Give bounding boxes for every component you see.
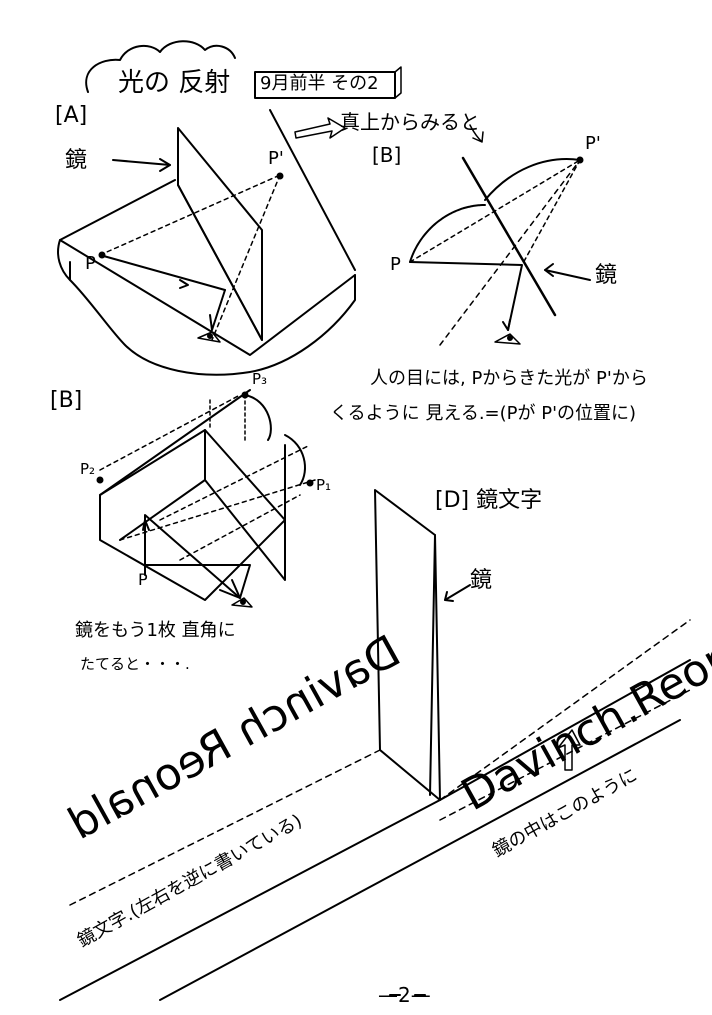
section-b-bottom-label: [B] (50, 388, 83, 413)
title-tag: 9月前半 その2 (260, 73, 379, 94)
point-p: P (138, 570, 148, 589)
diagram-a (57, 109, 356, 376)
section-a-p-prime: P' (268, 148, 284, 169)
title-tag-box (254, 71, 396, 99)
point-p2: P₂ (80, 460, 96, 478)
view-from-above-text: 真上からみると (340, 110, 480, 134)
section-a-mirror-label: 鏡 (65, 148, 88, 173)
section-b-top-p-prime: P' (585, 133, 601, 154)
title-cloud-outline (85, 40, 236, 93)
section-a-p: P (85, 253, 96, 274)
page-title: 光の 反射 (118, 68, 231, 98)
diagram-d (59, 489, 691, 1001)
diagram-b-corner (96, 389, 316, 608)
point-p3: P₃ (252, 370, 268, 388)
section-b-top-p: P (390, 254, 401, 275)
caption-second-mirror-2: たてると・・・. (80, 655, 190, 673)
section-b-top-mirror-label: 鏡 (595, 263, 618, 288)
section-a-label: [A] (55, 103, 88, 128)
section-b-top-label: [B] (372, 143, 402, 167)
section-d-mirror-label: 鏡 (470, 568, 493, 593)
caption-second-mirror-1: 鏡をもう1枚 直角に (75, 620, 236, 641)
note-line-1: 人の目には, Pからきた光が P'から (370, 368, 648, 389)
diagram-b-top (409, 156, 591, 346)
page-number: —2— (378, 983, 431, 1007)
arrow-to-b (294, 117, 484, 143)
section-d-label: [D] 鏡文字 (435, 488, 543, 513)
point-p1: P₁ (316, 476, 332, 494)
note-line-2: くるように 見える.=(Pが P'の位置に) (330, 403, 637, 424)
